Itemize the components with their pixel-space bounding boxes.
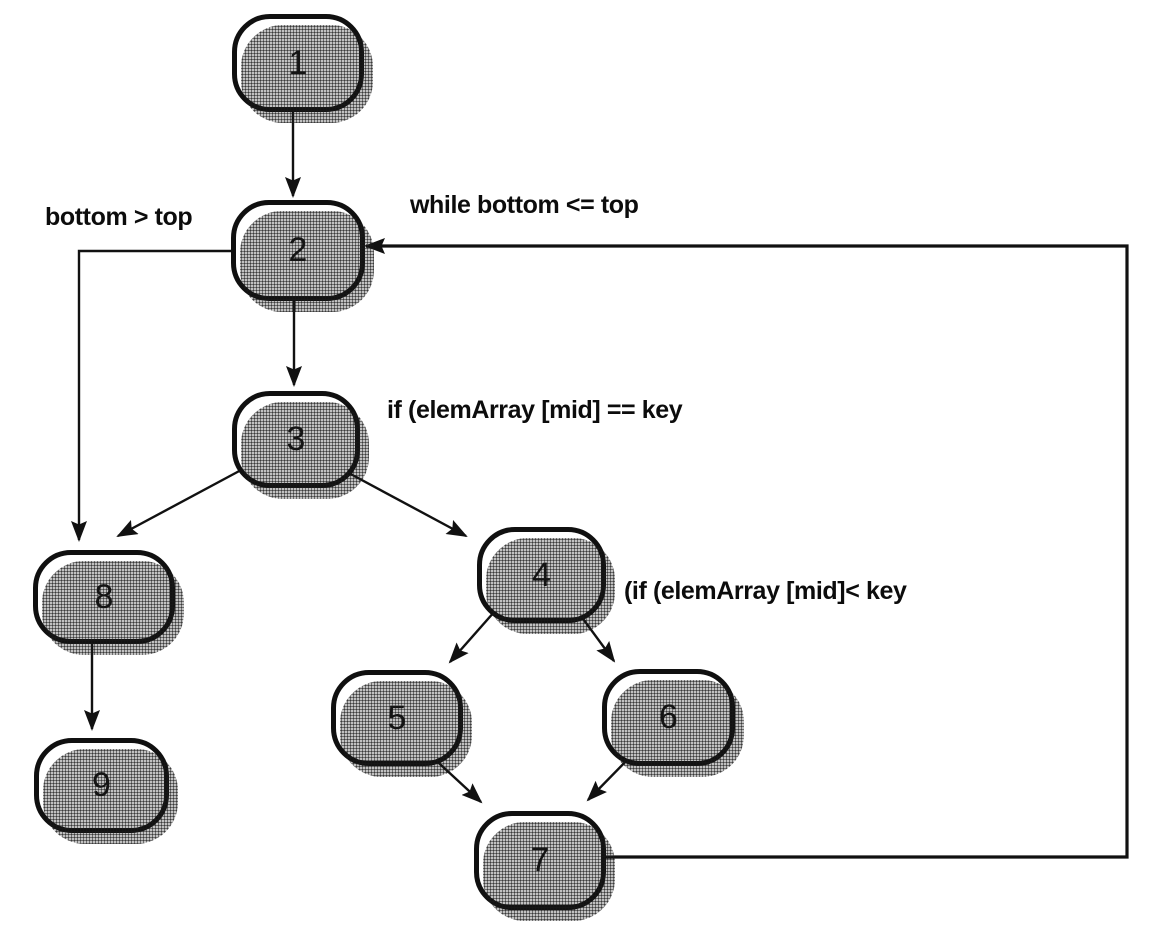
label-if-less: (if (elemArray [mid]< key xyxy=(624,577,907,605)
edge-3-8 xyxy=(116,467,244,538)
node-9: 9 xyxy=(34,738,169,833)
node-7: 7 xyxy=(474,811,606,910)
node-6-label: 6 xyxy=(659,698,678,736)
node-9-label: 9 xyxy=(92,766,111,804)
edge-4-5 xyxy=(448,610,496,664)
node-4-label: 4 xyxy=(532,555,551,594)
label-if-equal: if (elemArray [mid] == key xyxy=(387,396,683,424)
label-while-loop: while bottom <= top xyxy=(410,191,639,219)
node-2-label: 2 xyxy=(288,231,308,269)
node-3: 3 xyxy=(232,391,360,488)
node-8: 8 xyxy=(33,550,175,644)
node-3-label: 3 xyxy=(286,420,306,458)
node-8-label: 8 xyxy=(94,577,114,616)
node-1-label: 1 xyxy=(288,43,308,82)
edge-2-8 xyxy=(71,249,233,542)
node-7-label: 7 xyxy=(530,841,550,879)
node-5-label: 5 xyxy=(387,698,407,737)
node-1: 1 xyxy=(232,14,364,112)
node-4: 4 xyxy=(477,527,606,623)
edge-3-4 xyxy=(344,469,468,538)
node-6: 6 xyxy=(602,669,735,766)
node-5: 5 xyxy=(331,670,463,766)
label-bottom-gt-top: bottom > top xyxy=(45,203,193,231)
node-2: 2 xyxy=(231,200,365,301)
edge-7-2-loop xyxy=(364,238,1129,859)
